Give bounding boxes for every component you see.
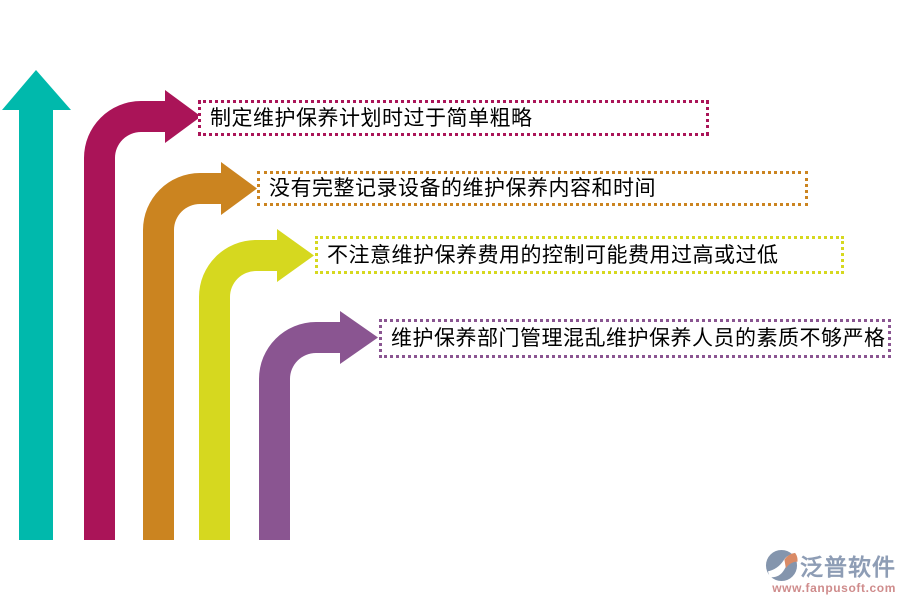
callout-box-4: 维护保养部门管理混乱维护保养人员的素质不够严格	[379, 319, 891, 358]
callout-box-2: 没有完整记录设备的维护保养内容和时间	[257, 171, 808, 206]
brand-row: 泛普软件	[765, 548, 896, 582]
brand-watermark: 泛普软件 www.fanpusoft.com	[748, 548, 896, 595]
bent-arrow-3	[199, 229, 314, 540]
fanpu-logo-icon	[765, 549, 798, 581]
callout-label-4: 维护保养部门管理混乱维护保养人员的素质不够严格	[391, 327, 886, 350]
brand-name: 泛普软件	[800, 554, 896, 580]
callout-label-1: 制定维护保养计划时过于简单粗略	[210, 106, 533, 130]
callout-box-1: 制定维护保养计划时过于简单粗略	[198, 100, 709, 136]
bent-arrow-2	[143, 162, 257, 540]
up-trend-arrow	[2, 70, 71, 540]
bent-arrow-4	[259, 311, 378, 540]
callout-label-3: 不注意维护保养费用的控制可能费用过高或过低	[327, 243, 779, 267]
callout-label-2: 没有完整记录设备的维护保养内容和时间	[269, 177, 656, 200]
callout-box-3: 不注意维护保养费用的控制可能费用过高或过低	[315, 236, 844, 274]
brand-url: www.fanpusoft.com	[772, 581, 896, 595]
bent-arrow-1	[84, 90, 201, 540]
